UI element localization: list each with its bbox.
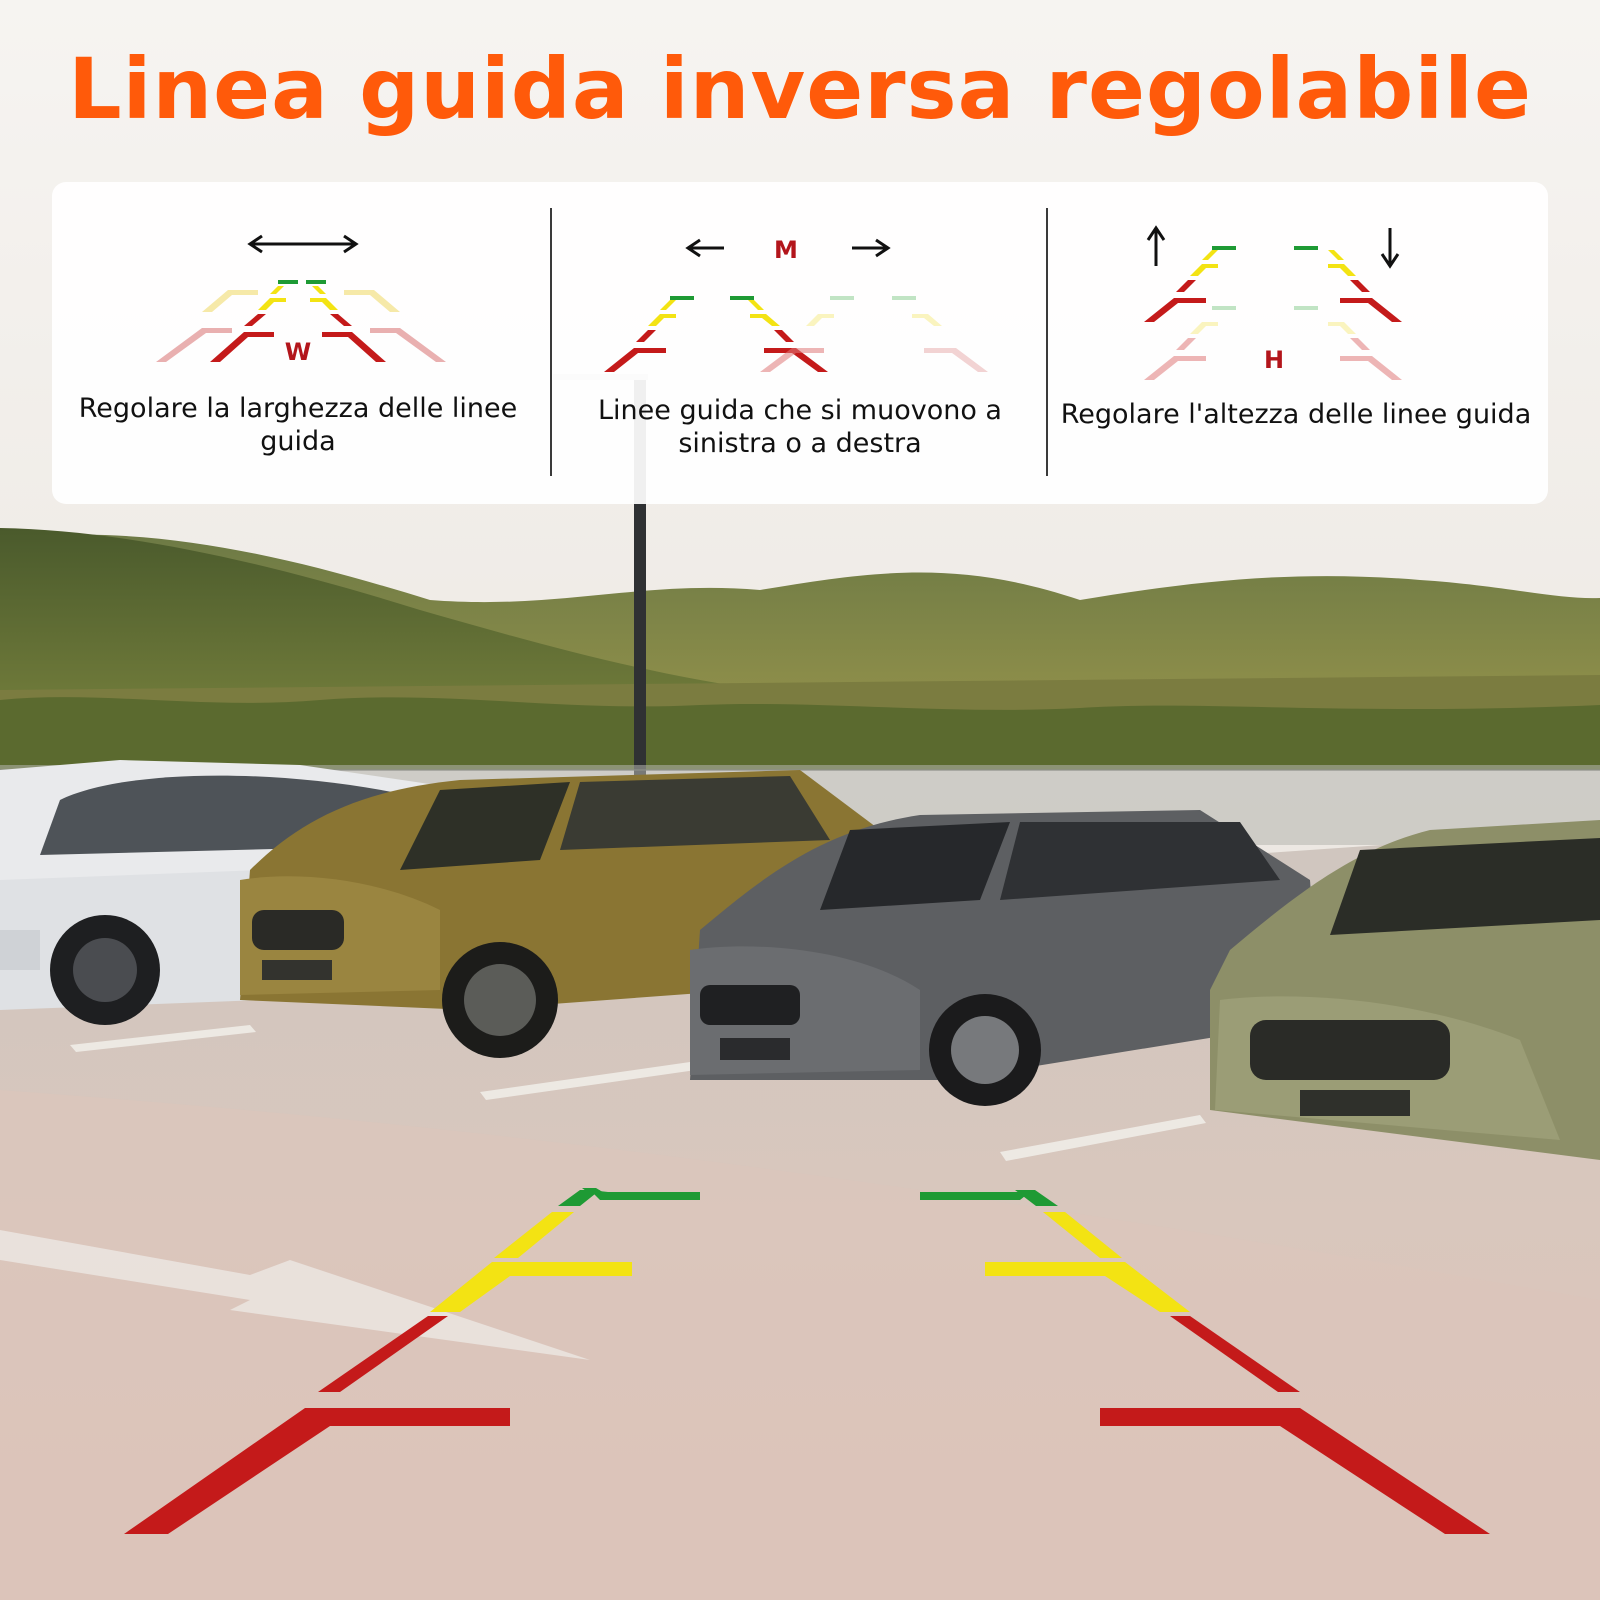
double-arrow-horizontal-icon [247,234,359,254]
arrows-left-right-icon [685,238,891,258]
width-caption: Regolare la larghezza delle linee guida [78,393,518,457]
divider-1 [550,208,552,476]
arrows-up-down-icon [1146,225,1400,269]
divider-2 [1046,208,1048,476]
move-letter: M [774,236,798,264]
page-title: Linea guida inversa regolabile [68,40,1532,138]
large-guide-lines [124,1188,1490,1534]
pavement-arrow [0,1230,590,1360]
feature-height: H Regolare l'altezza delle linee guida [1050,202,1542,502]
feature-width: W Regolare la larghezza delle linee guid… [52,202,544,502]
height-caption: Regolare l'altezza delle linee guida [1060,399,1532,430]
width-guide-diagram: W [156,234,446,366]
move-guide-diagram: M [604,236,988,372]
features-panel: W Regolare la larghezza delle linee guid… [52,182,1548,504]
width-letter: W [285,338,311,366]
feature-move: M [554,202,1046,502]
grey-estate [690,810,1320,1106]
height-letter: H [1264,346,1284,374]
treeline [0,697,1600,770]
near-hill-left [0,528,860,700]
move-caption: Linee guida che si muovono a sinistra o … [598,395,1002,459]
height-guide-diagram: H [1144,225,1402,380]
olive-sedan [1210,820,1600,1160]
